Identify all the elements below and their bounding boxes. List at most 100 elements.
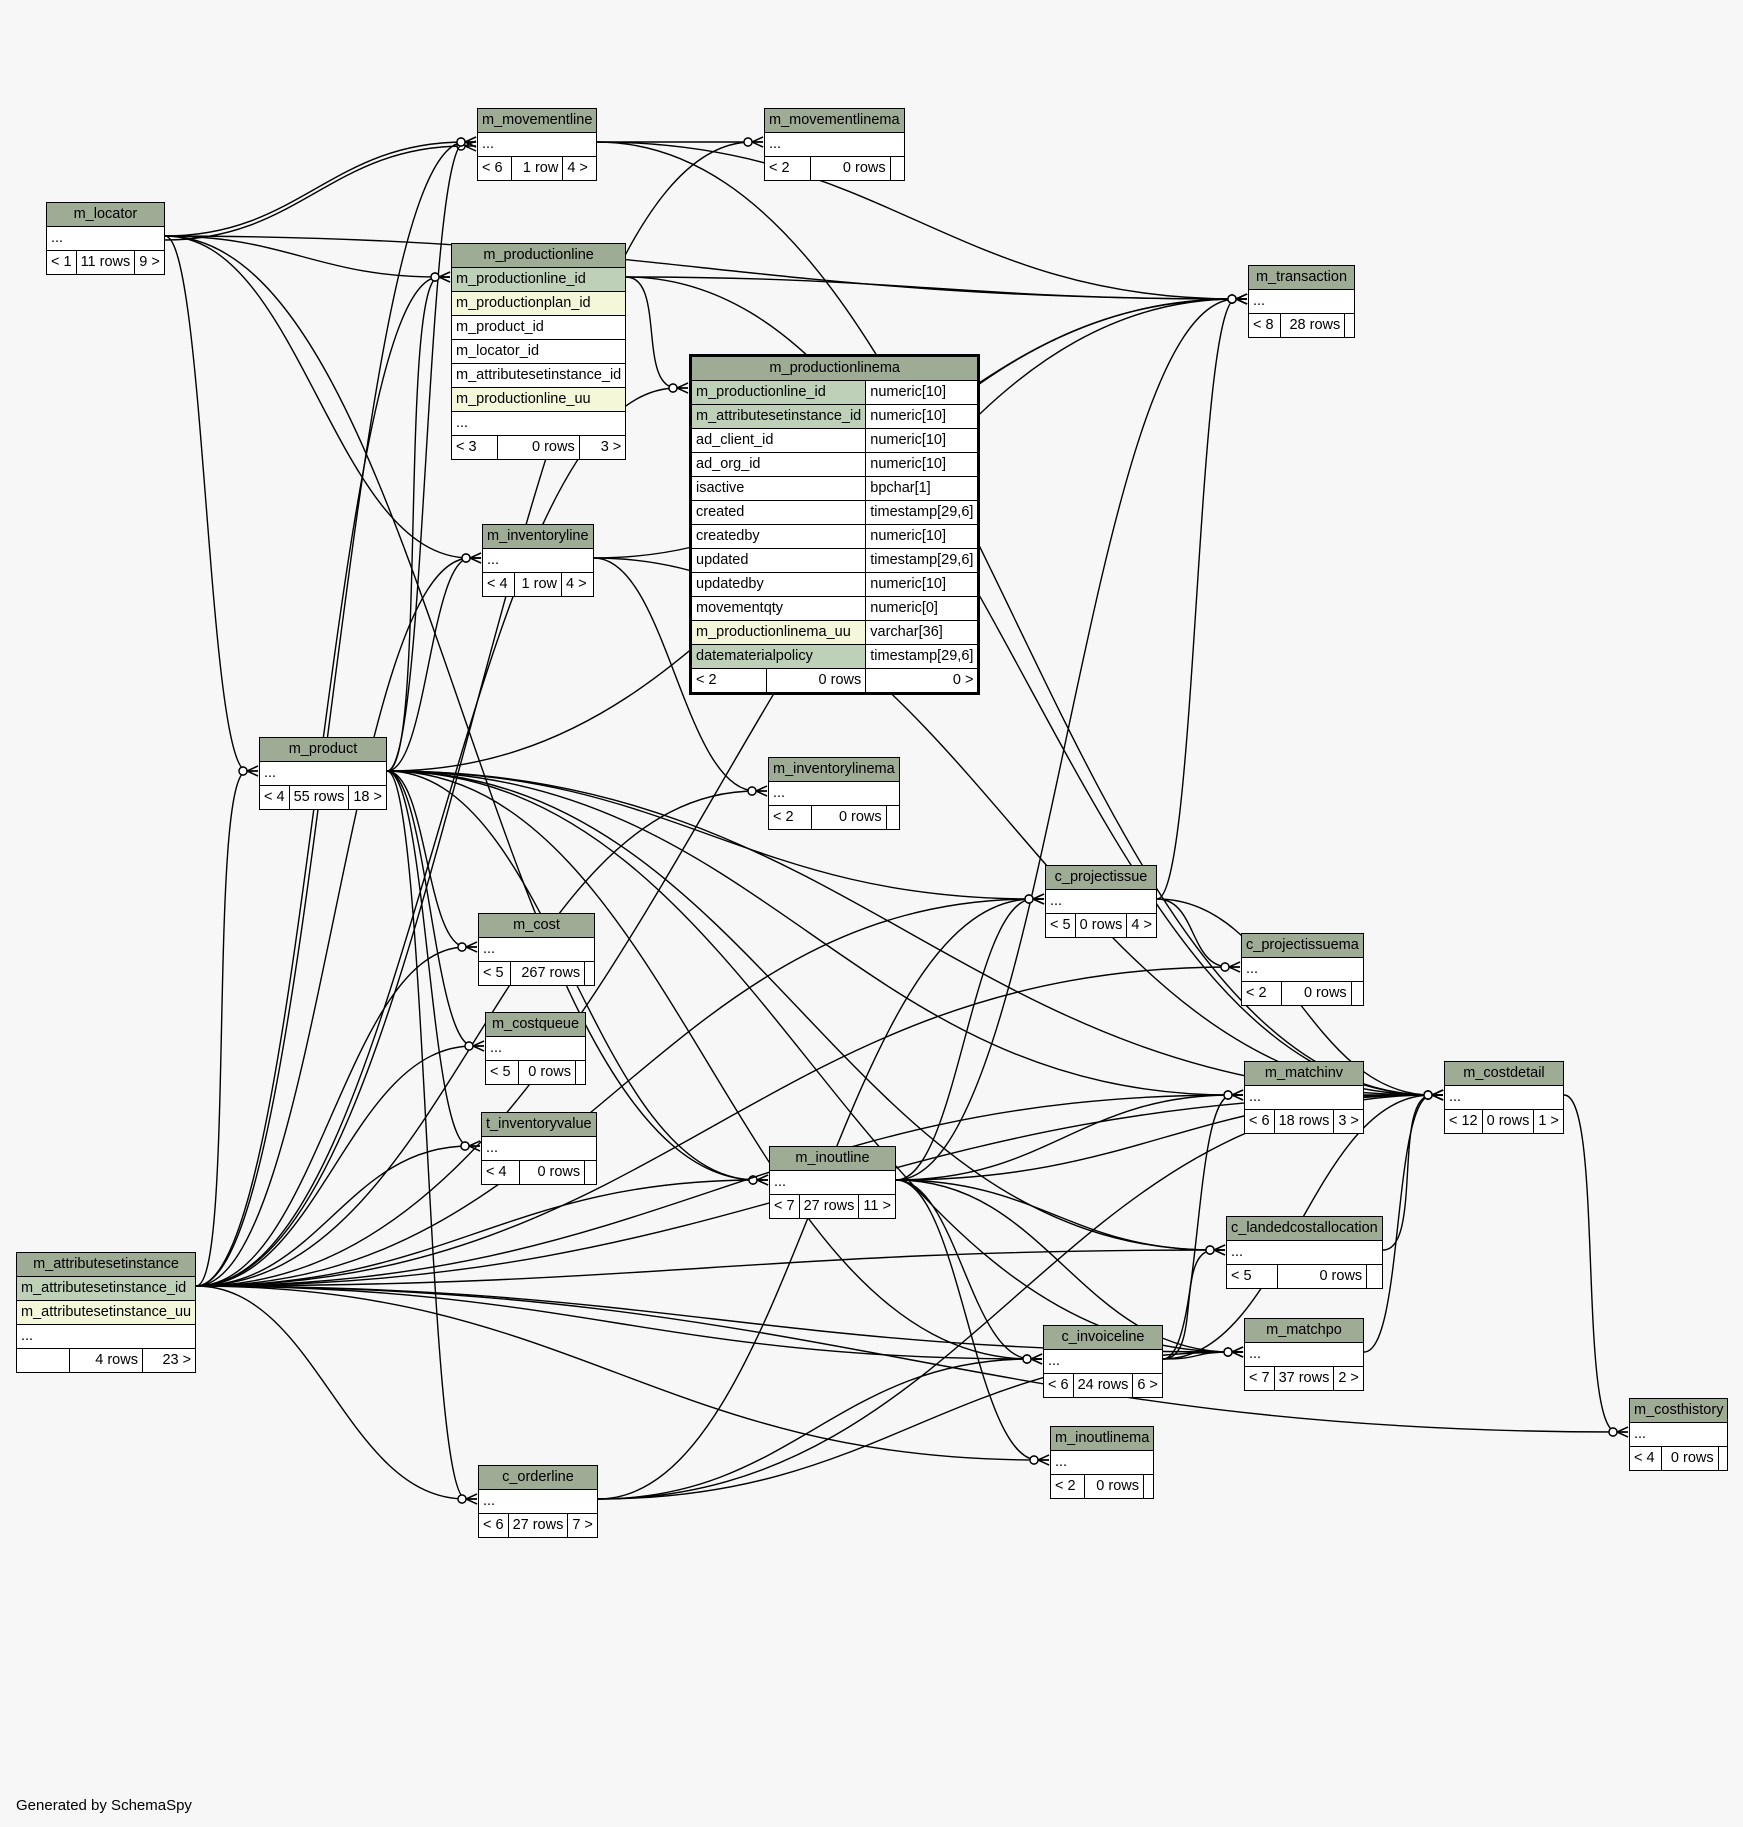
child-count: 23 > <box>141 1348 197 1373</box>
relationship-edge <box>895 1179 1215 1251</box>
column-row: ... <box>450 411 627 436</box>
column-name: movementqty <box>689 596 867 621</box>
relationship-edge <box>195 946 467 1287</box>
row-count: 0 rows <box>518 1160 586 1185</box>
column-row: m_product_id <box>450 315 627 340</box>
relationship-edge <box>597 1094 1433 1500</box>
row-count: 0 rows <box>1074 913 1128 938</box>
table-name: t_inventoryvalue <box>481 1112 597 1137</box>
optional-marker <box>430 272 440 282</box>
crows-foot-marker <box>465 941 478 953</box>
optional-marker <box>460 1141 470 1151</box>
crows-foot-marker <box>472 1040 485 1052</box>
optional-marker <box>1223 1347 1233 1357</box>
column-type: numeric[10] <box>865 380 980 405</box>
table-name: c_projectissuema <box>1241 933 1364 958</box>
crows-foot-marker <box>751 136 764 148</box>
relationship-edge <box>195 141 466 1287</box>
relationship-edge <box>593 557 757 792</box>
relationship-edge <box>164 235 758 1181</box>
column-type: numeric[10] <box>865 428 980 453</box>
relationship-edge <box>195 1249 1215 1287</box>
row-count: 0 rows <box>1083 1474 1145 1499</box>
column-row: m_productionplan_id <box>450 291 627 316</box>
relationship-edge <box>386 557 471 772</box>
table-name: m_transaction <box>1248 265 1355 290</box>
parent-count: < 4 <box>259 785 290 810</box>
table-name: m_inoutline <box>769 1146 896 1171</box>
child-count: 9 > <box>134 250 165 275</box>
crows-foot-marker <box>755 785 768 797</box>
row-count: 267 rows <box>510 961 586 986</box>
row-count: 37 rows <box>1273 1366 1335 1391</box>
column-row: ... <box>478 1489 598 1514</box>
column-name: created <box>689 500 867 525</box>
relationship-edge <box>164 235 248 772</box>
table-name: m_inventorylinema <box>768 757 900 782</box>
crows-foot-marker <box>676 382 689 394</box>
table-m_attributesetinstance[interactable]: m_attributesetinstance m_attributesetins… <box>15 1252 197 1373</box>
relationship-edge <box>1156 898 1230 968</box>
table-m_productionline[interactable]: m_productionline m_productionline_id m_p… <box>450 243 627 460</box>
child-count <box>885 805 900 830</box>
parent-count: < 5 <box>1045 913 1076 938</box>
table-name: m_movementlinema <box>764 108 905 133</box>
table-name: m_cost <box>478 913 595 938</box>
child-count: 2 > <box>1333 1366 1364 1391</box>
crows-foot-marker <box>1231 1346 1244 1358</box>
column-row: ... <box>1444 1085 1564 1110</box>
column-row: ... <box>15 1324 197 1349</box>
column-name: isactive <box>689 476 867 501</box>
column-row: ... <box>478 937 595 962</box>
column-type: numeric[10] <box>865 524 980 549</box>
relationship-edge <box>195 1285 1618 1433</box>
parent-count: < 1 <box>46 250 77 275</box>
relationship-edge <box>195 1285 467 1500</box>
table-name: m_product <box>259 737 387 762</box>
column-name: datematerialpolicy <box>689 644 867 669</box>
crows-foot-marker <box>1431 1089 1444 1101</box>
column-row: ... <box>1241 957 1364 982</box>
table-name: c_orderline <box>478 1465 598 1490</box>
optional-marker <box>1223 1090 1233 1100</box>
row-count: 4 rows <box>69 1348 143 1373</box>
parent-count: < 12 <box>1444 1109 1483 1134</box>
relationship-edge <box>386 276 440 772</box>
optional-marker <box>743 137 753 147</box>
row-count: 27 rows <box>507 1513 569 1538</box>
child-count <box>575 1060 586 1085</box>
crows-foot-marker <box>1213 1244 1226 1256</box>
parent-count: < 5 <box>485 1060 519 1085</box>
relationship-edge <box>895 898 1034 1181</box>
optional-marker <box>1423 1090 1433 1100</box>
parent-count: < 5 <box>477 961 512 986</box>
optional-marker <box>461 553 471 563</box>
relationship-edge <box>895 1094 1233 1181</box>
relationship-edge <box>195 1145 470 1287</box>
child-count <box>584 961 595 986</box>
column-name: m_productionlinema_uu <box>689 620 867 645</box>
table-name: m_costdetail <box>1444 1061 1564 1086</box>
